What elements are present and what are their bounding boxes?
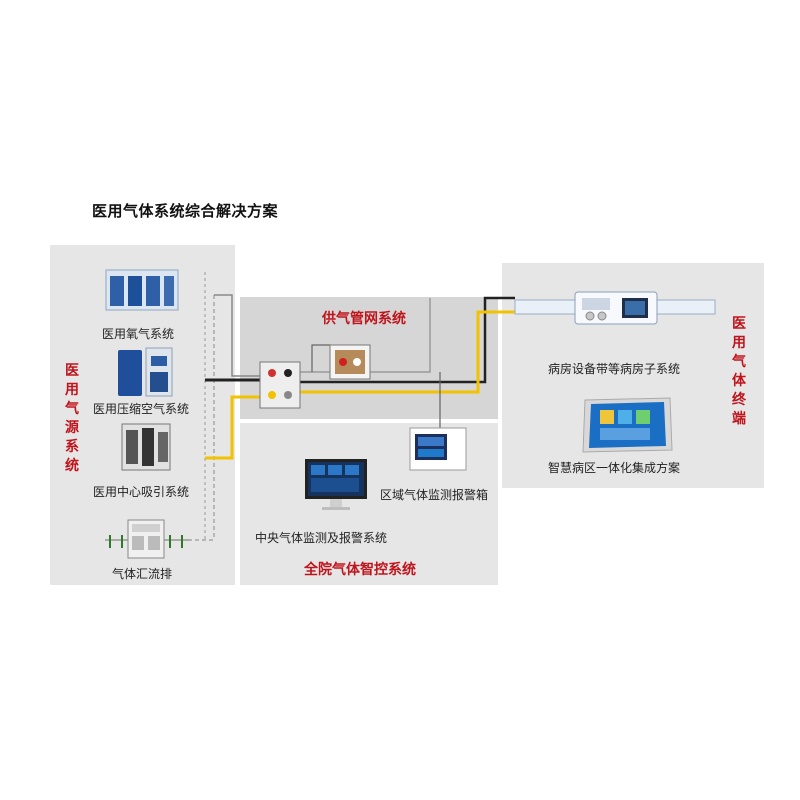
heading-char: 医: [732, 316, 746, 332]
heading-char: 源: [65, 420, 79, 436]
regional-alarm-box-image: [409, 427, 467, 471]
smart-control-heading: 全院气体智控系统: [304, 562, 416, 578]
heading-char: 用: [65, 382, 79, 398]
gas-source-heading: 医 用 气 源 系 统: [64, 362, 80, 476]
central-monitoring-label: 中央气体监测及报警系统: [255, 531, 388, 545]
compressed-air-label: 医用压缩空气系统: [93, 402, 190, 416]
heading-char: 气: [732, 354, 746, 370]
heading-char: 用: [732, 335, 746, 351]
heading-char: 气: [65, 401, 79, 417]
vacuum-system-image: [121, 423, 171, 471]
heading-char: 端: [732, 411, 746, 427]
heading-char: 统: [65, 458, 79, 474]
regional-alarm-box-label: 区域气体监测报警箱: [380, 488, 489, 502]
bedhead-unit-image: [514, 291, 716, 325]
gas-manifold-label: 气体汇流排: [112, 567, 173, 581]
oxygen-system-label: 医用氧气系统: [102, 327, 175, 341]
valve-box-line: [311, 344, 330, 372]
smart-ward-tablet-image: [582, 397, 673, 453]
heading-char: 系: [65, 439, 79, 455]
vacuum-system-label: 医用中心吸引系统: [93, 485, 190, 499]
yellow-trunk: [300, 310, 515, 394]
compressed-air-image: [118, 347, 173, 397]
page-title: 医用气体系统综合解决方案: [92, 202, 279, 220]
valve-box: [329, 344, 371, 380]
pipeline-heading: 供气管网系统: [322, 311, 406, 327]
black-trunk: [300, 296, 515, 384]
bedhead-unit-label: 病房设备带等病房子系统: [548, 362, 681, 376]
gas-manifold-image: [109, 519, 183, 559]
yellow-pipe: [205, 395, 262, 460]
gray-pipe: [214, 294, 262, 377]
heading-char: 医: [65, 363, 79, 379]
zone-valve-box: [259, 361, 301, 409]
central-monitor-image: [305, 459, 367, 510]
heading-char: 体: [732, 373, 746, 389]
oxygen-system-image: [105, 269, 179, 311]
heading-char: 终: [732, 392, 746, 408]
gas-terminal-heading: 医 用 气 体 终 端: [731, 315, 747, 429]
smart-ward-label: 智慧病区一体化集成方案: [548, 461, 681, 475]
